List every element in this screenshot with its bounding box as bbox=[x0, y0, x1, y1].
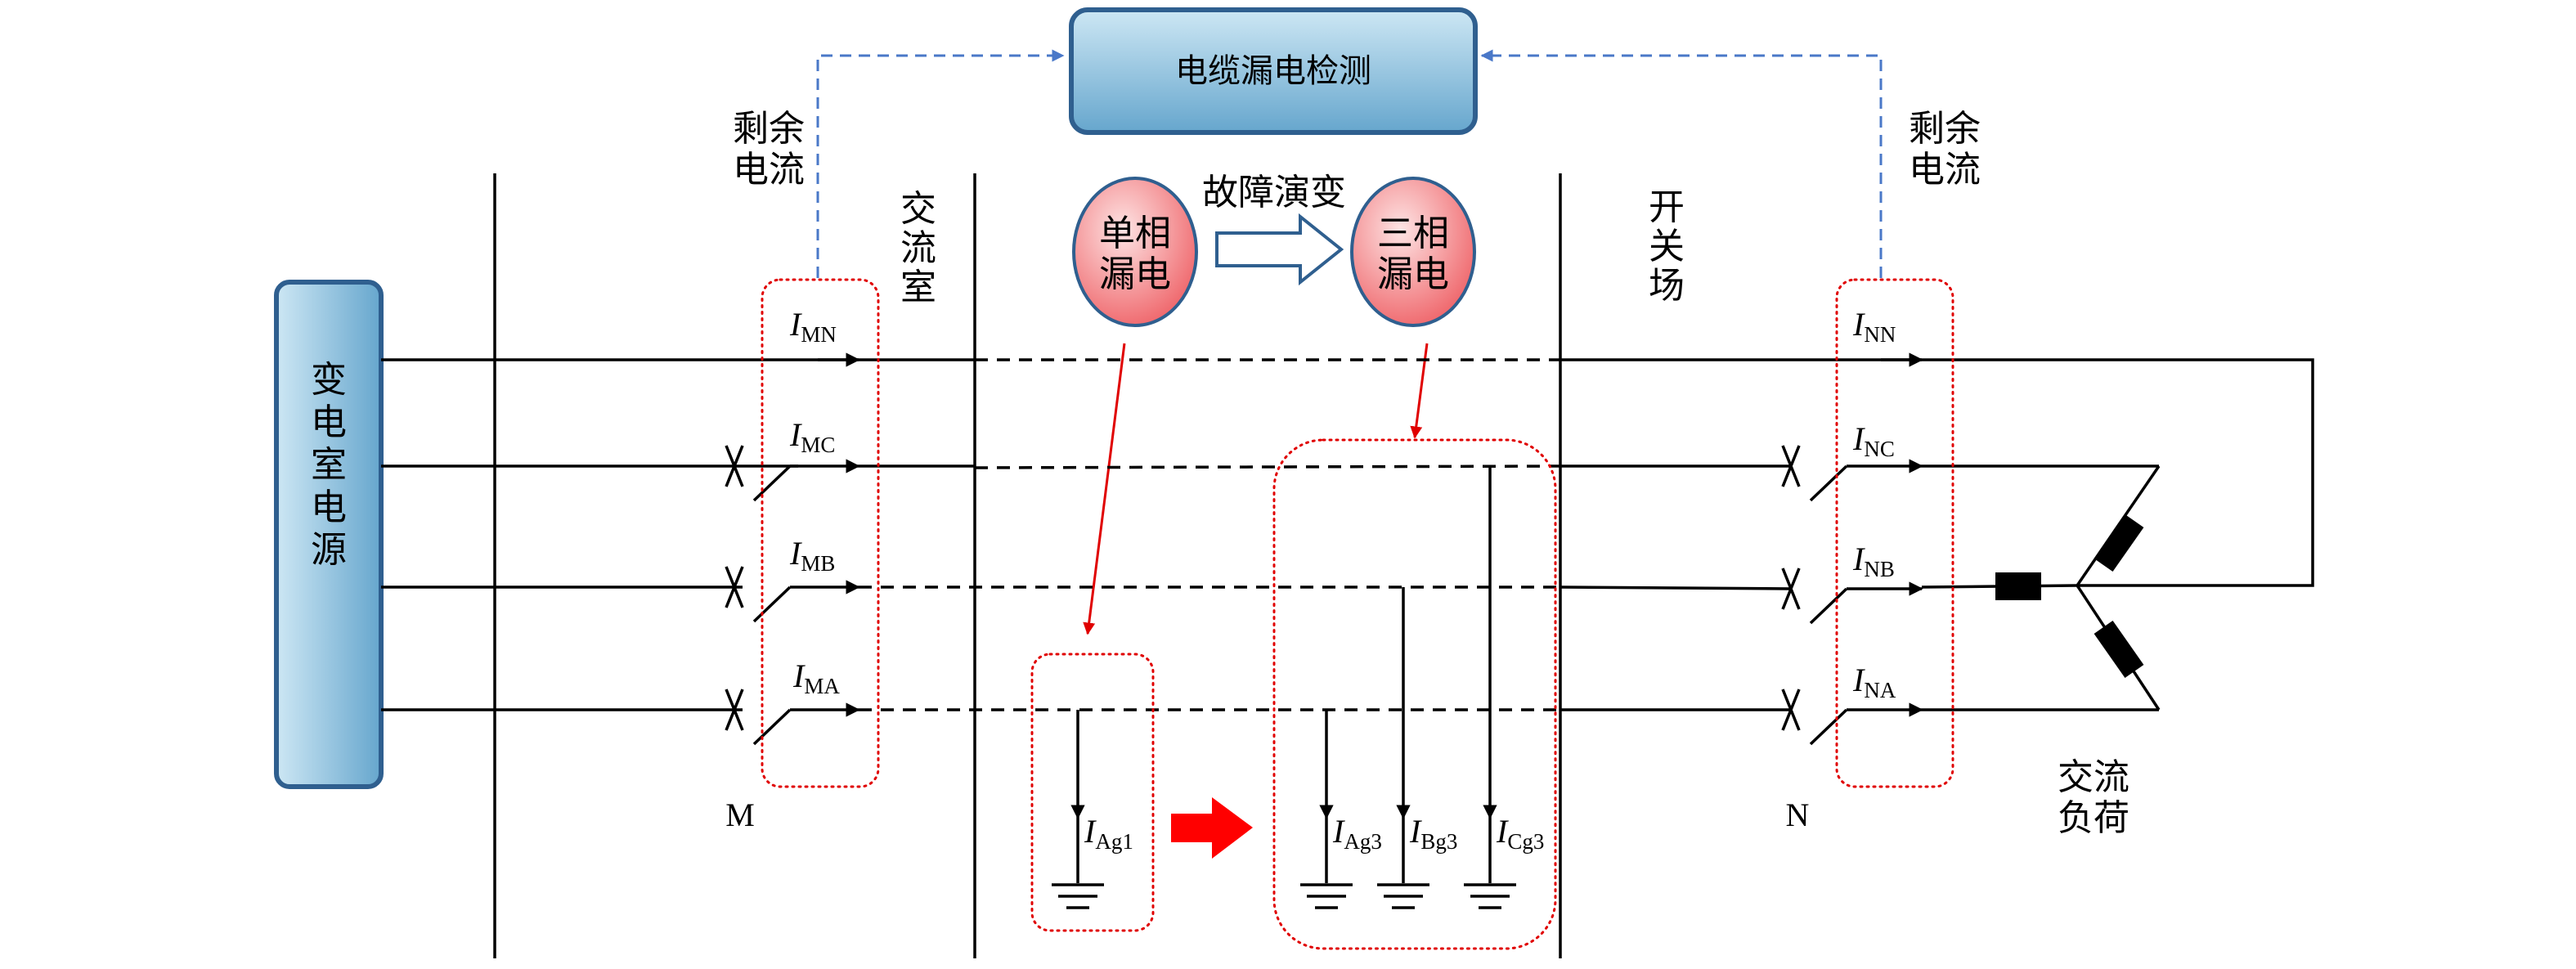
svg-text:变电室电源: 变电室电源 bbox=[311, 359, 347, 571]
three-phase-leakage-label: 漏电 bbox=[1377, 253, 1449, 295]
residual-current-label-left: 电流 bbox=[733, 149, 805, 191]
fault-pointer-three bbox=[1410, 343, 1429, 439]
current-label-mn: IMN bbox=[789, 306, 837, 347]
current-label-nc: INC bbox=[1852, 420, 1895, 461]
power-source-char: 变 bbox=[311, 359, 347, 401]
switchyard-label: 关 bbox=[1649, 226, 1685, 267]
breaker-na bbox=[1781, 689, 1923, 746]
conductor-n-right bbox=[1560, 358, 2314, 587]
ground-symbol-icon bbox=[1377, 883, 1429, 909]
power-source-char: 电 bbox=[311, 487, 347, 528]
ac-room-label: 流 bbox=[900, 227, 936, 269]
residual-current-label-left: 剩余 bbox=[733, 108, 805, 150]
power-source-char: 室 bbox=[311, 444, 347, 486]
current-label-ag1: IAg1 bbox=[1084, 813, 1133, 854]
current-label-ag3: IAg3 bbox=[1332, 813, 1382, 854]
three-phase-leakage-label: 三相 bbox=[1377, 213, 1449, 254]
measurement-box-n bbox=[1835, 278, 1954, 788]
ac-load-label: 负荷 bbox=[2058, 797, 2129, 839]
single-phase-leakage-bubble bbox=[1072, 177, 1198, 327]
breaker-nc bbox=[1781, 445, 1923, 502]
fault-pointer-single bbox=[1083, 343, 1126, 635]
ac-load bbox=[1995, 465, 2161, 711]
single-phase-fault-box bbox=[1030, 653, 1155, 932]
power-source-char: 源 bbox=[311, 529, 347, 571]
current-label-mb: IMB bbox=[789, 535, 835, 576]
evolution-arrow bbox=[1215, 213, 1344, 286]
current-label-cg3: ICg3 bbox=[1496, 813, 1544, 854]
ac-room-label: 交 bbox=[900, 188, 936, 230]
breaker-nb bbox=[1781, 567, 1923, 625]
breaker-mb bbox=[725, 566, 860, 623]
ground-symbol-icon bbox=[1052, 883, 1104, 909]
evolution-red-arrow bbox=[1171, 797, 1253, 859]
residual-current-label-right: 剩余 bbox=[1909, 108, 1981, 150]
single-phase-leakage-label: 漏电 bbox=[1099, 253, 1171, 295]
single-phase-leakage-label: 单相 bbox=[1099, 213, 1171, 254]
switchyard-label: 开 bbox=[1649, 186, 1685, 228]
detection-box bbox=[1069, 7, 1478, 135]
power-source-box bbox=[274, 280, 384, 789]
current-label-na: INA bbox=[1852, 662, 1896, 702]
detection-label: 电缆漏电检测 bbox=[1175, 52, 1371, 90]
conductor-b-right bbox=[1560, 585, 1792, 590]
current-label-bg3: IBg3 bbox=[1409, 813, 1457, 854]
three-phase-fault-box bbox=[1272, 438, 1557, 950]
current-label-mc: IMC bbox=[789, 416, 835, 457]
current-label-nb: INB bbox=[1852, 541, 1895, 581]
conductor-c-dashed bbox=[974, 464, 1561, 469]
ac-load-label: 交流 bbox=[2058, 756, 2129, 798]
fault-evolution-label: 故障演变 bbox=[1202, 172, 1346, 213]
current-label-nn: INN bbox=[1852, 306, 1896, 347]
three-phase-leakage-bubble bbox=[1350, 177, 1476, 327]
ac-room-label: 室 bbox=[900, 267, 936, 308]
switchyard-label: 场 bbox=[1649, 265, 1685, 307]
node-n-label: N bbox=[1786, 796, 1810, 833]
power-source-char: 电 bbox=[311, 402, 347, 443]
ground-symbol-icon bbox=[1300, 883, 1353, 909]
ground-symbol-icon bbox=[1464, 883, 1516, 909]
breaker-mc bbox=[725, 445, 860, 502]
power-source-label: 变电室电源 bbox=[311, 359, 347, 571]
residual-current-link-left bbox=[816, 49, 1065, 278]
node-m-label: M bbox=[725, 796, 755, 833]
residual-current-label-right: 电流 bbox=[1909, 149, 1981, 191]
breaker-ma bbox=[725, 689, 860, 746]
measurement-box-m bbox=[761, 278, 880, 788]
current-label-ma: IMA bbox=[792, 657, 840, 698]
